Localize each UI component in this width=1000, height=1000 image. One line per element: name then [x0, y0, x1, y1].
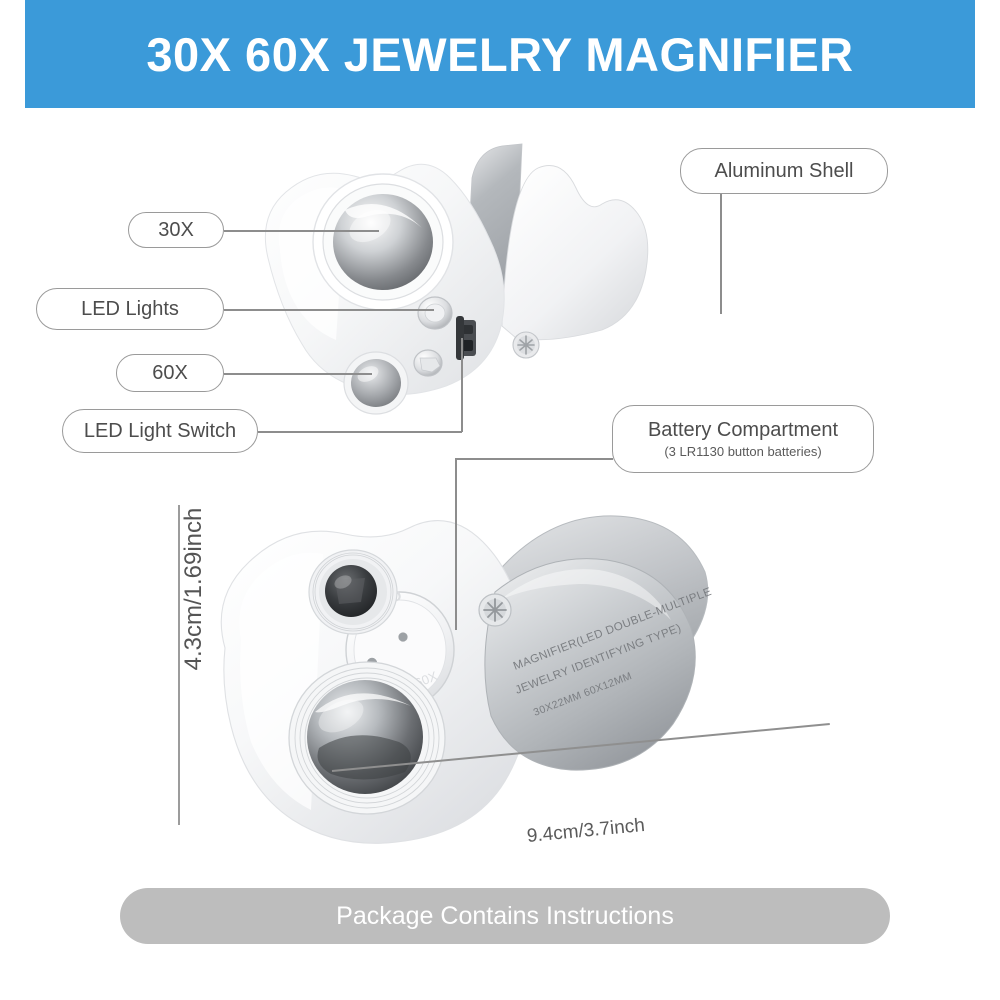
callout-led-lights[interactable]: LED Lights	[36, 288, 224, 330]
callout-30x-label: 30X	[158, 218, 194, 241]
page-title: 30X 60X JEWELRY MAGNIFIER	[146, 27, 854, 81]
callout-aluminum-shell-label: Aluminum Shell	[714, 159, 854, 182]
leader-line-60x	[224, 373, 372, 375]
callout-60x[interactable]: 60X	[116, 354, 224, 392]
hinge-screw-bottom	[478, 593, 512, 627]
aluminum-shell-top	[501, 165, 649, 341]
callout-aluminum-shell[interactable]: Aluminum Shell	[680, 148, 888, 194]
callout-30x[interactable]: 30X	[128, 212, 224, 248]
leader-line-30x	[224, 230, 379, 232]
callout-led-lights-label: LED Lights	[81, 297, 179, 320]
dimension-label-height: 4.3cm/1.69inch	[180, 507, 207, 671]
lens-60x-bottom	[308, 549, 398, 635]
callout-60x-label: 60X	[152, 361, 188, 384]
dimension-line-height	[178, 505, 180, 825]
product-image-back-view: MAGNIFIER(LED DOUBLE-MULTIPLE JEWELRY ID…	[220, 515, 713, 844]
led-light-lower-top	[413, 349, 443, 377]
callout-led-light-switch-label: LED Light Switch	[83, 419, 237, 442]
callout-led-light-switch[interactable]: LED Light Switch	[62, 409, 258, 453]
callout-battery-compartment[interactable]: Battery Compartment (3 LR1130 button bat…	[612, 405, 874, 473]
lens-30x-top	[312, 173, 454, 311]
footer-text: Package Contains Instructions	[336, 901, 674, 930]
flip-cover-front-bottom	[484, 558, 696, 771]
header-banner: 30X 60X JEWELRY MAGNIFIER	[25, 0, 975, 108]
led-light-switch-top[interactable]	[456, 316, 476, 360]
hinge-screw-top	[512, 331, 540, 359]
product-image-front-view	[264, 143, 649, 415]
leader-line-led-switch-vertical	[461, 338, 463, 432]
leader-line-aluminum-shell	[720, 194, 722, 314]
leader-line-battery-horizontal	[455, 458, 613, 460]
leader-line-led-switch-horizontal	[258, 431, 462, 433]
lens-60x-top	[343, 351, 409, 415]
led-light-upper-top	[417, 296, 453, 330]
footer-banner: Package Contains Instructions	[120, 888, 890, 944]
callout-battery-compartment-subtitle: (3 LR1130 button batteries)	[664, 444, 822, 459]
leader-line-battery-vertical	[455, 458, 457, 630]
leader-line-led-lights	[224, 309, 434, 311]
callout-battery-compartment-label: Battery Compartment	[647, 419, 839, 441]
lens-30x-bottom	[288, 661, 446, 815]
